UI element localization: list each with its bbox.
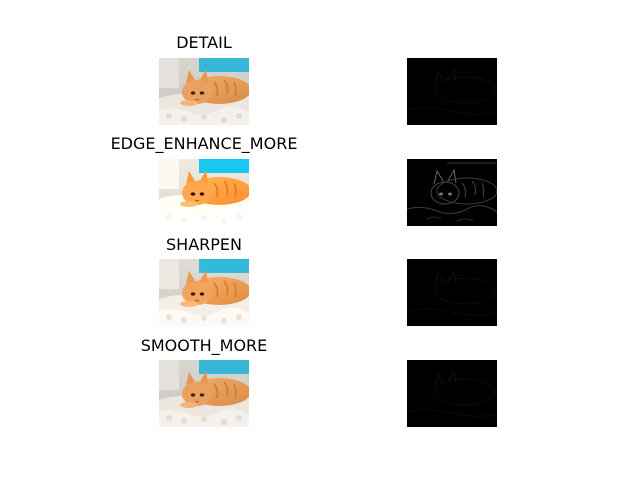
panel-title-smooth-more: SMOOTH_MORE — [140, 336, 268, 355]
panel-title-edge-enhance-more: EDGE_ENHANCE_MORE — [110, 134, 298, 153]
filtered-image-smooth-more — [159, 360, 249, 427]
difference-image-smooth-more — [407, 360, 497, 427]
panel-title-detail: DETAIL — [176, 33, 232, 52]
filtered-image-detail — [159, 58, 249, 125]
difference-image-edge-enhance-more — [407, 159, 497, 226]
filtered-image-edge-enhance-more — [159, 159, 249, 226]
filtered-image-sharpen — [159, 259, 249, 326]
difference-image-sharpen — [407, 259, 497, 326]
panel-title-sharpen: SHARPEN — [166, 235, 242, 254]
difference-image-detail — [407, 58, 497, 125]
